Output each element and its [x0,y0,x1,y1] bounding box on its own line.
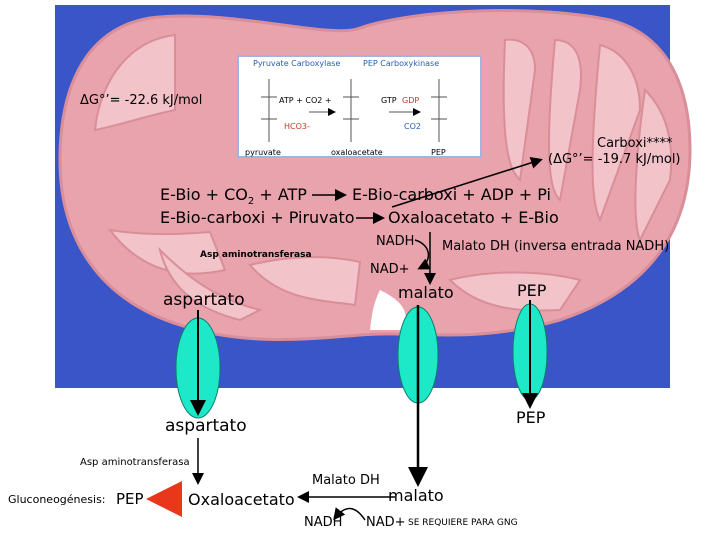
gluconeogenesis-label: Gluconeogénesis: [8,493,106,506]
matrix-aspartato: aspartato [163,290,245,310]
cytosol-nad: NAD+ [366,515,406,530]
reaction2-left: E-Bio-carboxi + Piruvato [160,208,355,227]
arrow-nadh-curve [414,239,431,270]
cytosol-aspartato: aspartato [165,416,247,436]
se-requiere-note: SE REQUIERE PARA GNG [408,518,518,528]
matrix-nadh: NADH [376,234,415,249]
cristae [93,33,673,322]
inset-co2: CO2 [404,122,421,131]
cristae-white-gap [370,290,407,330]
delta-g-pep-carboxykinase: (ΔG°’= -19.7 kJ/mol) [548,152,681,167]
inset-label-pep: PEP [431,148,446,157]
reaction1-left: E-Bio + CO2 + ATP [160,185,307,208]
reaction1-right: E-Bio-carboxi + ADP + Pi [352,185,551,204]
arrow-nad-nadh-curve [333,507,366,521]
matrix-nad: NAD+ [370,262,410,277]
cytosol-nadh: NADH [304,515,343,530]
carboxylase-inset: Pyruvate Carboxylase PEP Carboxykinase A… [237,55,482,158]
inset-label-oxaloacetate: oxaloacetate [331,148,383,157]
matrix-malato: malato [398,283,454,302]
cytosol-oxaloacetato: Oxaloacetato [188,490,295,509]
malate-dh-reverse: Malato DH (inversa entrada NADH) [442,239,670,254]
gluconeogenesis-pep: PEP [116,490,144,508]
matrix-pep: PEP [517,281,547,300]
carboxi-label: Carboxi**** [597,136,673,151]
reaction2-right: Oxaloacetato + E-Bio [388,208,559,227]
inset-gtp: GTP [381,96,397,105]
delta-g-pyruvate-carboxylase: ΔG°’= -22.6 kJ/mol [80,93,203,108]
cytosol-malate-dh: Malato DH [312,473,380,488]
inset-hco3: HCO3- [284,122,310,131]
inset-gdp: GDP [402,96,420,105]
inset-enzyme2: PEP Carboxykinase [363,59,440,68]
inset-enzyme1: Pyruvate Carboxylase [253,59,341,68]
inset-label-pyruvate: pyruvate [245,148,281,157]
cytosol-pep: PEP [516,408,546,427]
inset-atp-co2: ATP + CO2 + [279,96,332,105]
cytosol-asp-aminotransferase: Asp aminotransferasa [80,457,190,468]
inset-structures [261,79,447,142]
matrix-asp-aminotransferase: Asp aminotransferasa [200,250,312,260]
arrow-carboxi-pointer [391,157,543,208]
cytosol-malato: malato [388,486,444,505]
